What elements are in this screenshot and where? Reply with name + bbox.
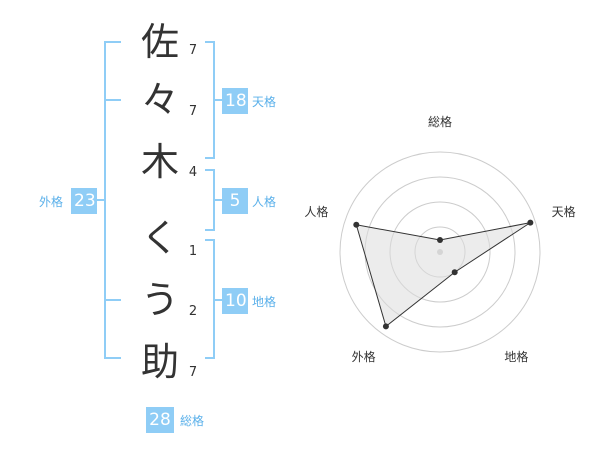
stroke-count-4: 1 (188, 244, 198, 259)
name-char-4: く (140, 216, 179, 260)
chikaku-label: 地格 (252, 295, 277, 309)
radar-axis-label-tenkaku: 天格 (551, 204, 576, 219)
radar-point-1 (437, 237, 443, 243)
name-char-2: 々 (140, 78, 179, 122)
radar-axis-label-chikaku: 地格 (504, 350, 529, 365)
radar-point-5 (353, 221, 360, 228)
soukaku-label: 総格 (180, 414, 205, 428)
radar-point-2 (527, 219, 534, 226)
name-char-6: 助 (140, 340, 179, 384)
radar-axis-label-gaikaku: 外格 (351, 350, 376, 365)
jinkaku-value-badge: 5 (222, 188, 248, 214)
name-char-1: 佐 (140, 20, 179, 64)
gaikaku-label: 外格 (39, 195, 64, 209)
radar-point-4 (382, 323, 389, 330)
stroke-count-6: 7 (188, 365, 198, 380)
stroke-count-5: 2 (188, 304, 198, 319)
tenkaku-value-badge: 18 (222, 88, 248, 114)
name-char-3: 木 (140, 140, 179, 184)
radar-ring (339, 151, 541, 353)
radar-series-area (355, 222, 531, 328)
chikaku-value-badge: 10 (222, 288, 248, 314)
stroke-count-3: 4 (188, 165, 198, 180)
tenkaku-label: 天格 (252, 95, 277, 109)
jinkaku-label: 人格 (252, 195, 277, 209)
radar-point-3 (451, 269, 458, 276)
radar-chart (339, 151, 541, 353)
radar-axis-label-soukaku: 総格 (427, 115, 452, 129)
soukaku-value-badge: 28 (146, 407, 174, 433)
name-char-5: う (140, 278, 179, 322)
gaikaku-value-badge: 23 (71, 188, 97, 214)
radar-axis-label-jinkaku: 人格 (304, 204, 329, 219)
stroke-count-1: 7 (188, 43, 198, 58)
stroke-count-2: 7 (188, 104, 198, 119)
